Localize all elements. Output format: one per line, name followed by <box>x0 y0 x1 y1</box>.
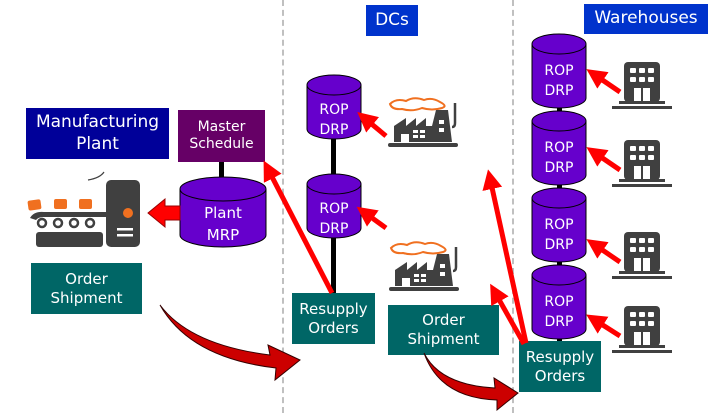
building1-to-wh1-arrow <box>586 69 622 95</box>
warehouses-header: Warehouses <box>584 4 708 34</box>
wh-node-4-line2: DRP <box>544 314 574 331</box>
dc-cylinder-2: ROP DRP <box>306 173 362 239</box>
dc-node-1-line2: DRP <box>319 122 349 139</box>
warehouse-resupply-orders-box: Resupply Orders <box>519 341 601 392</box>
warehouse-cylinder-1: ROP DRP <box>531 33 587 109</box>
wh-node-1-line2: DRP <box>544 83 574 100</box>
wh-node-3-line2: DRP <box>544 237 574 254</box>
dc-factory-icon-2 <box>387 240 461 293</box>
wh-node-4-line1: ROP <box>544 294 574 310</box>
dc-resupply-orders-box: Resupply Orders <box>292 293 375 344</box>
factory2-to-dc2-arrow <box>356 206 388 231</box>
building4-to-wh4-arrow <box>586 314 622 339</box>
dcs-header: DCs <box>366 5 418 36</box>
warehouse-building-icon-3 <box>612 232 672 279</box>
factory1-to-dc1-arrow <box>357 112 388 138</box>
dc-node-1-line1: ROP <box>319 102 349 118</box>
mrp-label-1: Plant <box>204 204 242 222</box>
warehouse-cylinder-2: ROP DRP <box>531 110 587 186</box>
building2-to-wh2-arrow <box>586 147 622 173</box>
wh-node-2-line1: ROP <box>544 140 574 156</box>
warehouse-cylinder-4: ROP DRP <box>531 264 587 340</box>
warehouse-building-icon-2 <box>612 140 672 187</box>
dc-node-2-line2: DRP <box>319 221 349 238</box>
wh-resupply-to-factory2-arrow <box>490 283 527 346</box>
plant-order-shipment-box: Order Shipment <box>31 263 142 314</box>
building3-to-wh3-arrow <box>586 239 622 265</box>
dc-node-2-line1: ROP <box>319 201 349 217</box>
warehouse-building-icon-4 <box>612 306 672 353</box>
connector-line <box>219 162 224 182</box>
wh-node-3-line1: ROP <box>544 217 574 233</box>
separator-dcs-warehouses <box>512 0 514 413</box>
wh-node-2-line2: DRP <box>544 160 574 177</box>
master-schedule-box: Master Schedule <box>178 110 265 162</box>
plant-to-dc-curved-arrow <box>159 304 301 382</box>
dc-factory-icon-1 <box>386 96 460 149</box>
warehouse-building-icon-1 <box>612 62 672 109</box>
warehouse-cylinder-3: ROP DRP <box>531 187 587 263</box>
separator-plant-dcs <box>282 0 284 413</box>
resupply-to-master-schedule-arrow <box>263 160 335 295</box>
conveyor-machine-icon <box>27 171 140 247</box>
dc-to-warehouse-curved-arrow <box>423 352 519 412</box>
mrp-to-plant-arrow <box>147 197 181 229</box>
manufacturing-plant-header: Manufacturing Plant <box>26 108 169 159</box>
dc-order-shipment-box: Order Shipment <box>388 305 499 355</box>
wh-node-1-line1: ROP <box>544 63 574 79</box>
mrp-label-2: MRP <box>206 225 240 244</box>
wh-resupply-to-factory1-arrow <box>482 169 529 344</box>
